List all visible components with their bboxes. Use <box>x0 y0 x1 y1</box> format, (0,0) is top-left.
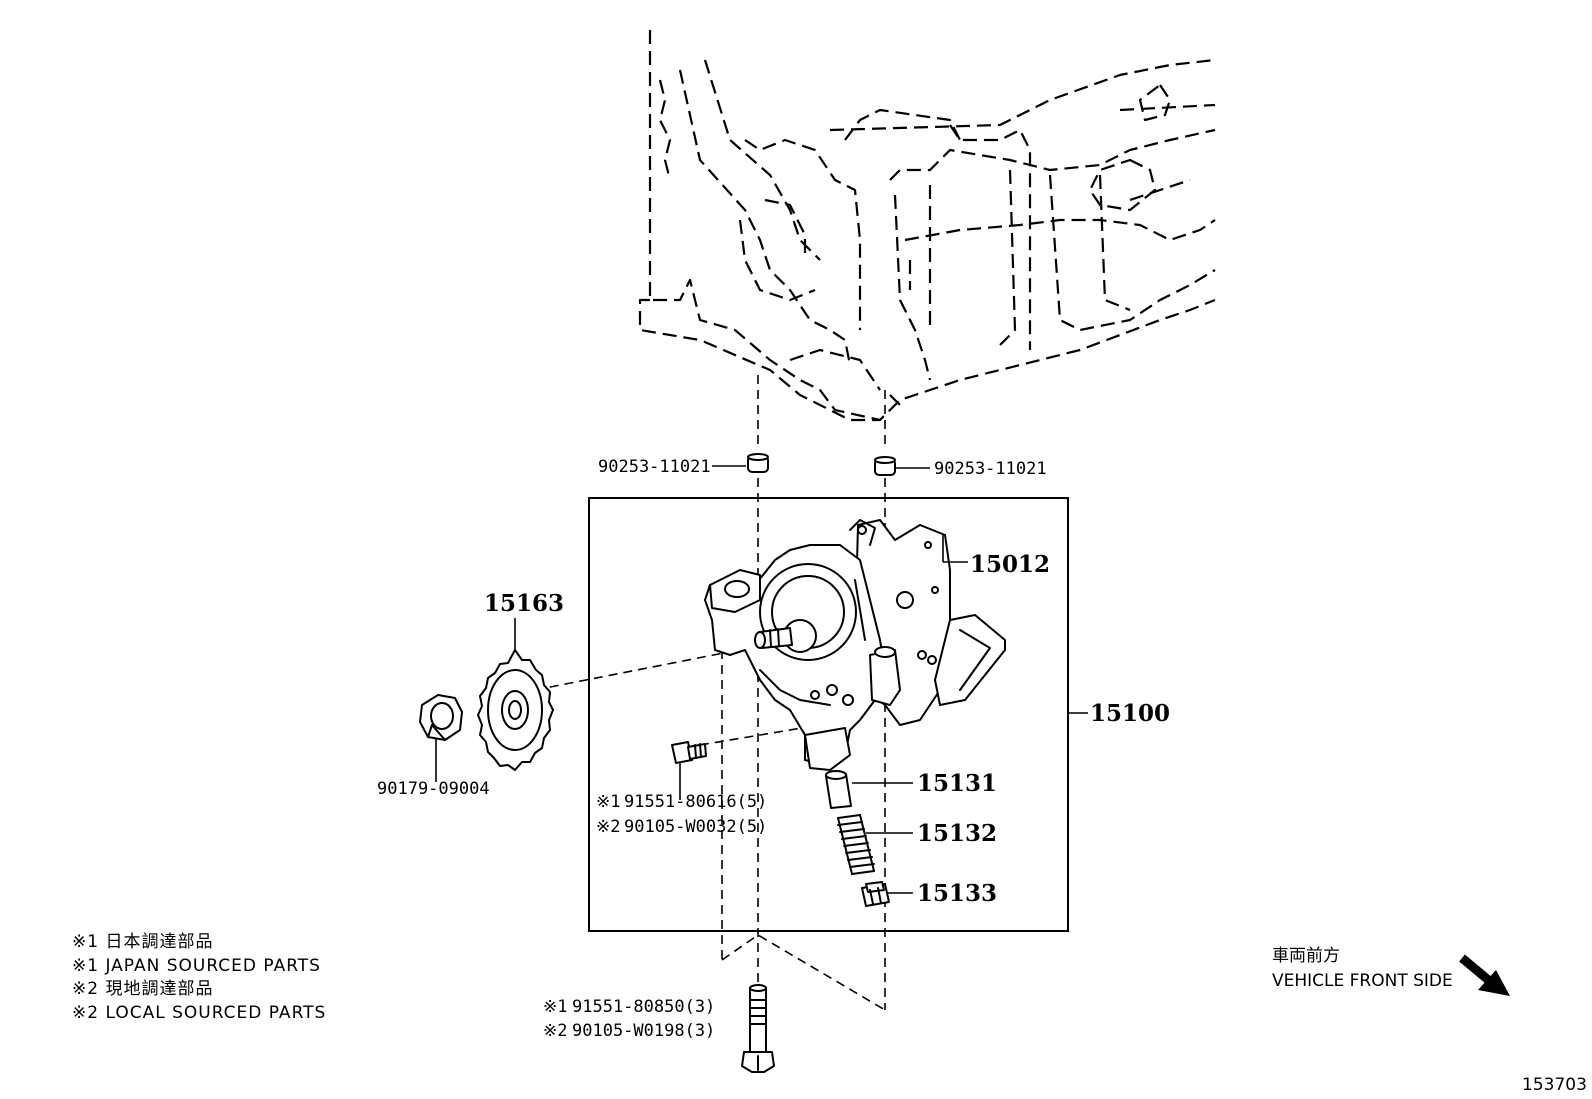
label-relief-valve: 15131 <box>917 770 997 797</box>
label-spring: 15132 <box>917 820 997 847</box>
long-bolt <box>741 984 775 1073</box>
insert-left <box>747 453 769 473</box>
plug <box>861 881 913 907</box>
label-insert-right: 90253-11021 <box>934 459 1047 479</box>
flange-nut <box>419 694 463 782</box>
label-insert-left: 90253-11021 <box>598 457 711 477</box>
direction-en: VEHICLE FRONT SIDE <box>1272 971 1453 991</box>
mark-bolt-small-j: ※1 <box>596 792 620 812</box>
label-bolt-small-j: 91551-80616(5) <box>624 792 767 812</box>
label-bolt-long-j: 91551-80850(3) <box>572 997 715 1017</box>
legend-notes: ※1 日本調達部品 ※1 JAPAN SOURCED PARTS ※2 現地調達… <box>72 932 326 1023</box>
label-oil-pump-assy: 15100 <box>1090 700 1170 727</box>
small-bolt <box>671 741 707 800</box>
mark-bolt-small-l: ※2 <box>596 817 620 837</box>
figure-number: 153703 <box>1522 1075 1587 1095</box>
label-plug: 15133 <box>917 880 997 907</box>
label-sprocket: 15163 <box>484 590 564 617</box>
oil-pump-body <box>704 519 1006 771</box>
mark-bolt-long-l: ※2 <box>543 1021 567 1041</box>
note-line: ※2 LOCAL SOURCED PARTS <box>72 1003 326 1023</box>
arrow-down-right-icon <box>1459 954 1510 996</box>
label-nut: 90179-09004 <box>377 779 490 799</box>
note-line: ※1 JAPAN SOURCED PARTS <box>72 956 321 976</box>
label-bolt-long-l: 90105-W0198(3) <box>572 1021 715 1041</box>
mark-bolt-long-j: ※1 <box>543 997 567 1017</box>
vehicle-front-indicator: 車両前方 VEHICLE FRONT SIDE <box>1272 946 1510 996</box>
relief-valve <box>825 770 913 809</box>
leader-lines <box>514 465 1088 714</box>
engine-block-phantom <box>638 30 1216 422</box>
label-pump-cover: 15012 <box>970 551 1050 578</box>
note-line: ※2 現地調達部品 <box>72 979 213 999</box>
insert-right <box>874 456 896 476</box>
oil-pump-assembly-box <box>588 497 1069 932</box>
label-bolt-small-l: 90105-W0032(5) <box>624 817 767 837</box>
note-line: ※1 日本調達部品 <box>72 932 213 952</box>
direction-jp: 車両前方 <box>1272 946 1340 966</box>
sprocket <box>477 649 554 771</box>
relief-spring <box>837 814 913 875</box>
